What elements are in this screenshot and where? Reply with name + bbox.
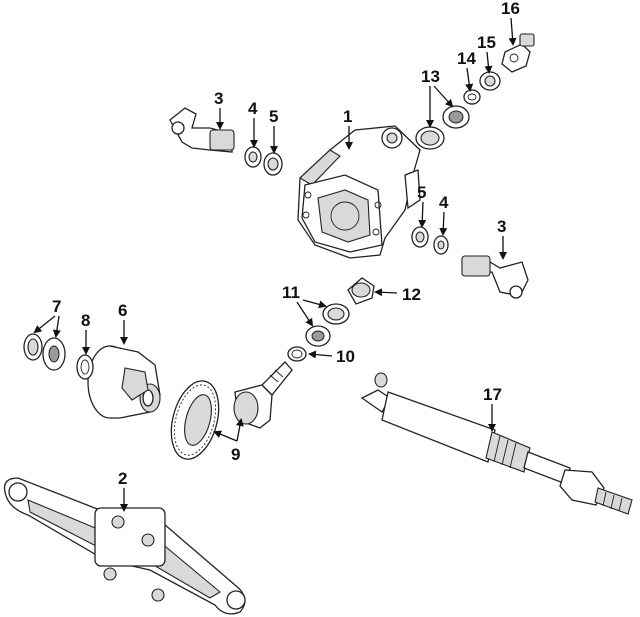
callout-5-left: 5 xyxy=(269,107,278,126)
callout-8: 8 xyxy=(81,311,90,330)
side-bearing-cup xyxy=(23,333,43,361)
differential-carrier-case xyxy=(87,345,161,419)
callout-4-right: 4 xyxy=(439,193,449,212)
callout-3-right: 3 xyxy=(497,217,506,236)
callout-2: 2 xyxy=(118,469,127,488)
callout-17: 17 xyxy=(483,385,502,404)
leader-arrows xyxy=(33,17,517,512)
callout-16: 16 xyxy=(501,0,520,18)
callout-4-left: 4 xyxy=(248,99,258,118)
callout-11: 11 xyxy=(282,283,300,302)
axle-bearing-right xyxy=(411,226,429,248)
companion-flange xyxy=(501,33,535,73)
differential-housing xyxy=(297,125,421,259)
drive-shaft xyxy=(360,372,633,515)
front-seal xyxy=(479,71,501,91)
callout-12: 12 xyxy=(402,285,421,304)
pinion-seal xyxy=(347,277,375,305)
callout-13: 13 xyxy=(421,67,440,86)
front-bearing-cone xyxy=(442,105,470,129)
callout-1: 1 xyxy=(343,107,352,126)
pinion-gear xyxy=(233,361,293,429)
front-bearing-cup xyxy=(415,126,445,150)
callout-10: 10 xyxy=(336,347,355,366)
callout-15: 15 xyxy=(477,33,496,52)
callout-5-right: 5 xyxy=(417,183,426,202)
shim xyxy=(76,354,94,380)
pinion-shim xyxy=(287,346,307,362)
axle-seal-left xyxy=(244,146,262,168)
rear-support-crossmember xyxy=(3,477,246,615)
callout-7: 7 xyxy=(52,297,61,316)
axle-seal-right xyxy=(433,235,449,255)
output-flange-left xyxy=(169,107,235,153)
pinion-bearing-cone xyxy=(305,325,331,347)
axle-bearing-left xyxy=(263,152,283,176)
callout-3-left: 3 xyxy=(214,89,223,108)
callout-14: 14 xyxy=(457,49,476,68)
front-spacer xyxy=(463,89,481,105)
ring-gear xyxy=(170,380,220,460)
output-flange-right xyxy=(461,255,529,299)
side-bearing-cone xyxy=(42,337,66,371)
pinion-bearing-cup xyxy=(322,303,350,325)
callout-9: 9 xyxy=(231,445,240,464)
callout-6: 6 xyxy=(118,301,127,320)
callout-labels: 1 2 3 3 4 4 5 5 6 7 8 9 10 11 12 13 14 1… xyxy=(52,0,520,488)
